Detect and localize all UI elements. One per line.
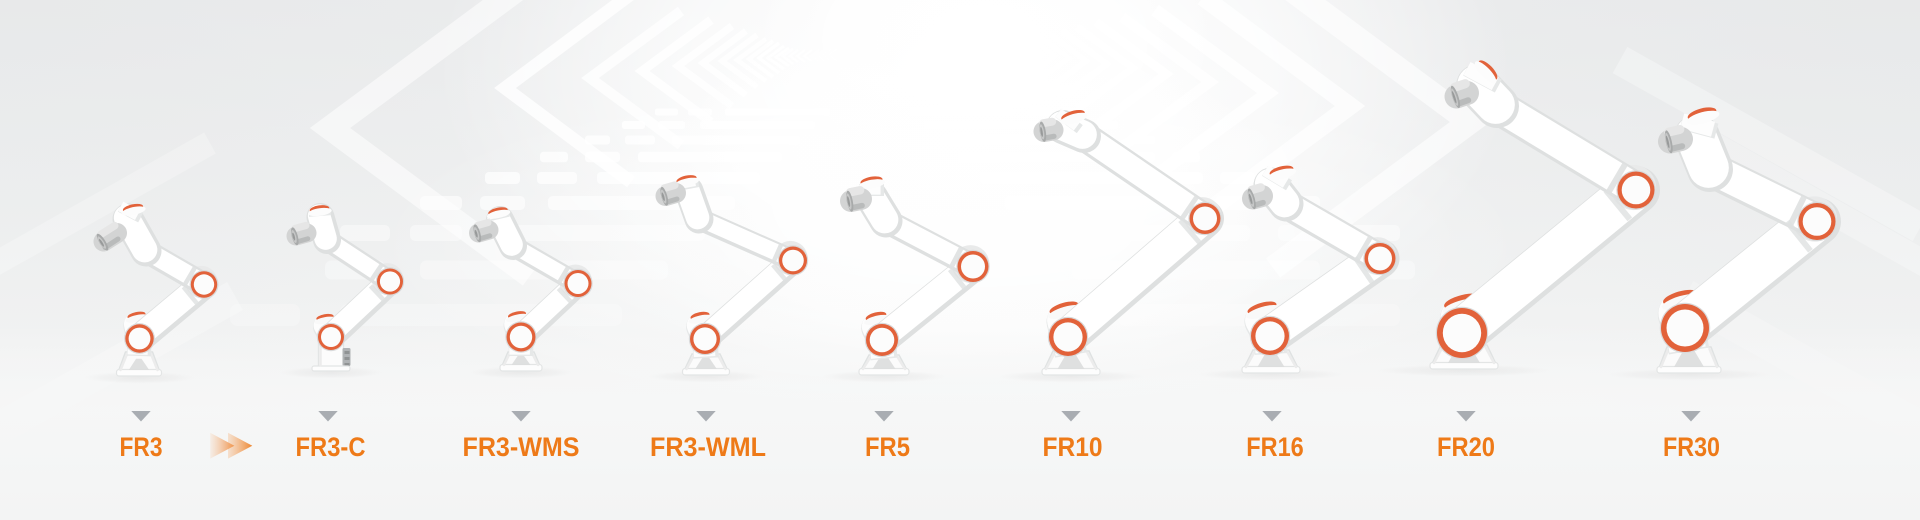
svg-text:FR3-WMS: FR3-WMS [463, 432, 580, 462]
svg-text:FR3: FR3 [120, 432, 163, 462]
svg-text:FR16: FR16 [1246, 432, 1304, 462]
svg-text:FR10: FR10 [1043, 432, 1103, 462]
svg-text:FR3-C: FR3-C [296, 432, 366, 462]
svg-text:FR3-WML: FR3-WML [650, 432, 766, 462]
svg-text:FR5: FR5 [865, 432, 910, 462]
svg-text:FR30: FR30 [1663, 432, 1720, 462]
svg-text:FR20: FR20 [1437, 432, 1495, 462]
